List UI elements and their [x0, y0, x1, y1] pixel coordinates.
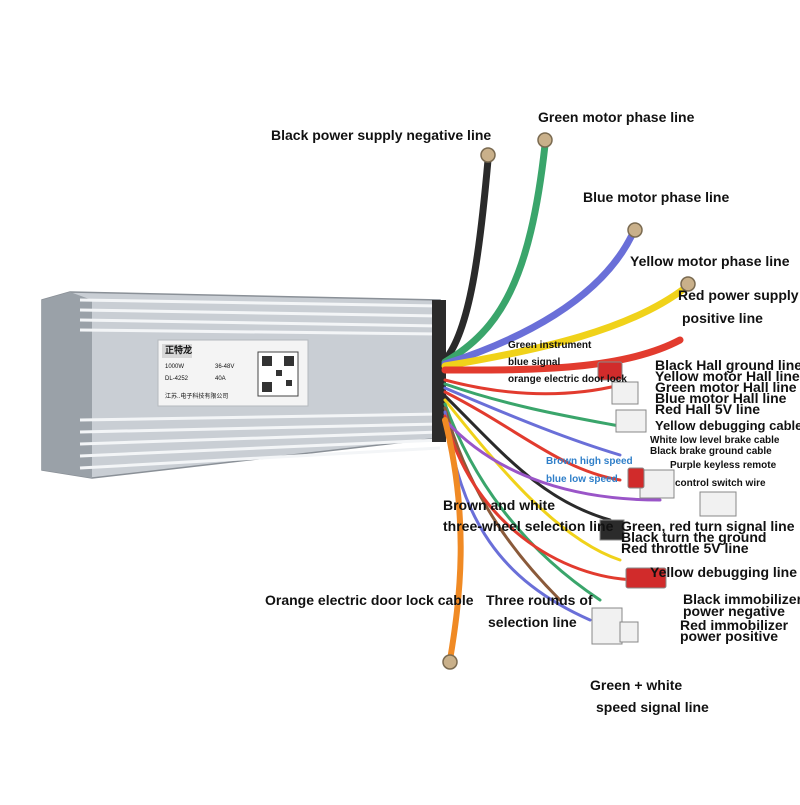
connectors	[591, 361, 737, 645]
label-white-brake: White low level brake cable	[650, 435, 780, 446]
label-orange-door-cable: Orange electric door lock cable	[265, 592, 474, 608]
label-black-hall-ground: Black Hall ground line	[655, 357, 800, 373]
ring-terminals	[442, 132, 696, 670]
controller-body	[41, 291, 446, 479]
label-black-immobilizer-1: Black immobilizer	[683, 591, 800, 607]
label-blue-hall: Blue motor Hall line	[655, 390, 787, 406]
label-blue-low-speed: blue low speed	[546, 474, 618, 485]
label-line-2: DL-4252	[165, 376, 189, 382]
label-green-white-2: speed signal line	[596, 699, 709, 715]
label-line-3: 40A	[215, 376, 226, 382]
black-negative-wire	[441, 156, 492, 364]
label-turn-signal: Green, red turn signal line	[621, 518, 795, 534]
label-green-white-1: Green + white	[590, 677, 683, 693]
label-red-positive-2: positive line	[682, 310, 763, 326]
label-blue-signal: blue signal	[508, 357, 561, 368]
label-red-throttle: Red throttle 5V line	[621, 540, 749, 556]
label-three-rounds-1: Three rounds of	[486, 592, 593, 608]
label-black-turn-ground: Black turn the ground	[621, 529, 767, 545]
label-purple-keyless-2: control switch wire	[675, 478, 766, 489]
label-yellow-debug-cable: Yellow debugging cable	[655, 418, 800, 433]
green-phase-wire	[441, 141, 549, 366]
label-black-immobilizer-2: power negative	[683, 603, 785, 619]
label-red-positive-1: Red power supply	[678, 287, 799, 303]
end-cap	[432, 300, 446, 442]
yellow-phase-wire	[441, 284, 689, 370]
label-red-immobilizer-2: power positive	[680, 628, 779, 644]
heat-sink-fins	[79, 298, 441, 470]
orange-door-lock-wire	[442, 417, 464, 663]
label-yellow-hall: Yellow motor Hall line	[655, 368, 800, 384]
label-yellow-debug-line: Yellow debugging line	[650, 564, 798, 580]
label-brown-white-2: three-wheel selection line	[443, 518, 614, 534]
label-brown-white-1: Brown and white	[443, 497, 555, 513]
label-green-instrument: Green instrument	[508, 340, 592, 351]
wire-harness	[441, 141, 689, 663]
label-line-0: 1000W	[165, 364, 185, 370]
label-green-hall: Green motor Hall line	[655, 379, 797, 395]
label-purple-keyless-1: Purple keyless remote	[670, 460, 777, 471]
label-red-hall-5v: Red Hall 5V line	[655, 401, 761, 417]
label-red-immobilizer-1: Red immobilizer	[680, 617, 789, 633]
label-three-rounds-2: selection line	[488, 614, 577, 630]
label-line-4: 江苏..电子科技有限公司	[165, 394, 229, 400]
label-black-brake-ground: Black brake ground cable	[650, 446, 772, 457]
label-line-1: 36-48V	[215, 364, 235, 370]
label-brown-high-speed: Brown high speed	[546, 456, 633, 467]
blue-phase-wire	[441, 231, 636, 368]
product-brand: 正特龙	[165, 345, 193, 355]
label-orange-door-lock: orange electric door lock	[508, 374, 627, 385]
label-green-phase: Green motor phase line	[538, 109, 695, 125]
red-positive-wire	[441, 336, 684, 374]
label-yellow-phase: Yellow motor phase line	[630, 253, 790, 269]
label-black-negative: Black power supply negative line	[271, 127, 492, 143]
label-blue-phase: Blue motor phase line	[583, 189, 730, 205]
